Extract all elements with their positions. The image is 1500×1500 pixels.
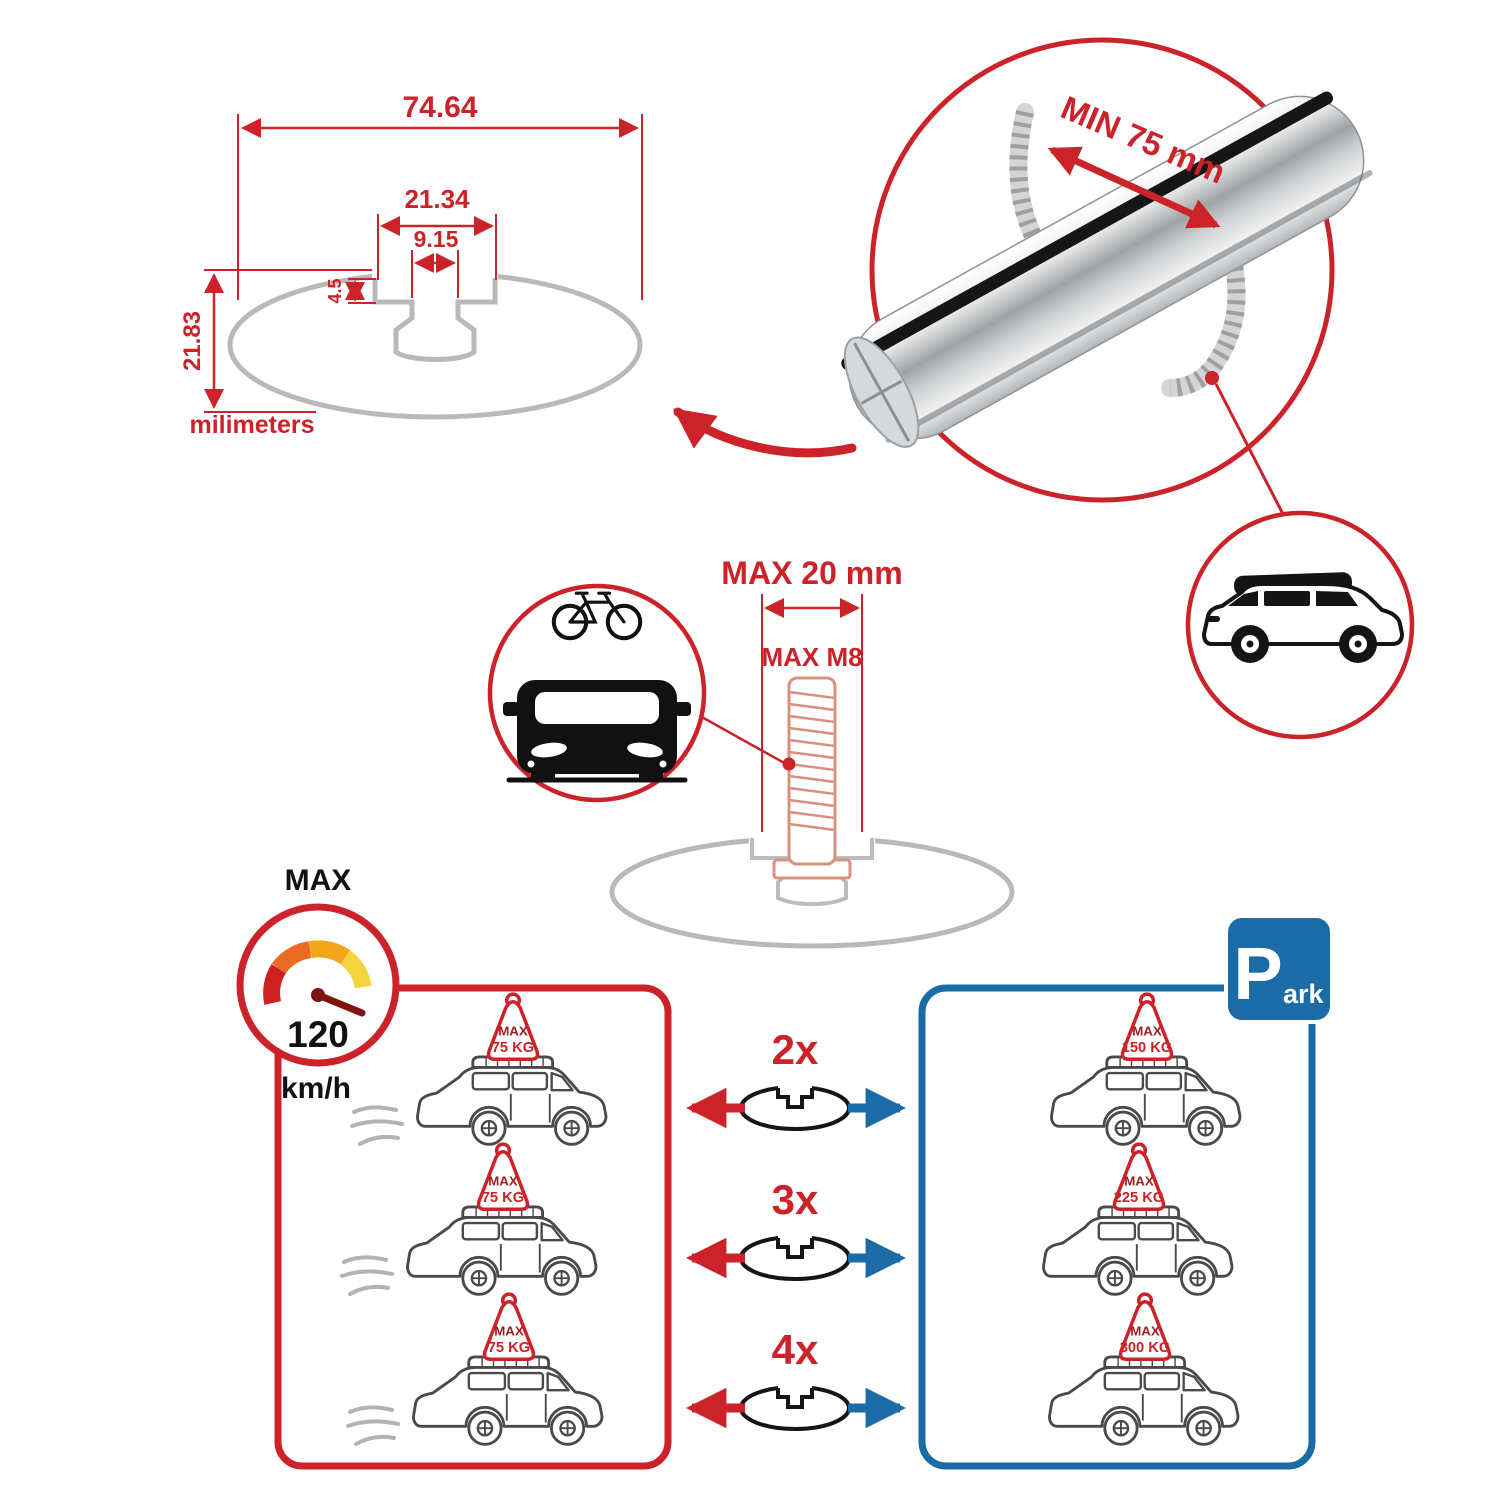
dim-slot-outer: 21.34 [404,184,470,214]
gauge-segment-4 [339,950,372,989]
badge-max-label: MAX [498,1023,528,1038]
badge-kg-label: 75 KG [488,1340,530,1356]
connector-line [1214,383,1288,521]
driving-cars: MAX 75 KG MAX 75 KG MAX 75 KG [340,992,608,1446]
gauge-title: MAX [285,864,352,897]
dim-total-width: 74.64 [402,91,477,124]
gauge-segment-1 [263,964,287,1005]
bar-detail-circle: MIN 75 mm [841,37,1373,521]
load-badge: MAX 75 KG [482,1292,536,1361]
rail-strap-right [1161,226,1246,397]
rail-anchor-dot [1205,371,1219,385]
bar-count-rows: 2x 3x 4x [685,1026,907,1431]
crossbar-profile-icon [739,1381,851,1431]
speed-limit-gauge: MAX 120 km/h [236,864,400,1105]
bolt-connector-line [699,714,787,766]
t-slot-channel [372,278,498,362]
badge-kg-label: 75 KG [492,1040,534,1056]
car-front-icon [503,591,691,783]
gauge-needle [314,991,366,1017]
count-label-4x: 4x [772,1326,819,1373]
crossbar-profile-icon [739,1231,851,1281]
badge-kg-label: 225 KG [1114,1190,1165,1206]
dim-total-height: 21.83 [179,311,206,371]
badge-kg-label: 300 KG [1120,1340,1171,1356]
min-span-arrow [1047,146,1221,229]
dim-slot-inner: 9.15 [414,226,459,252]
bike-car-circle [487,583,707,803]
parking-sign-p: P [1233,932,1282,1015]
units-label: milimeters [189,411,314,439]
gauge-unit: km/h [281,1072,351,1105]
load-badge: MAX 225 KG [1112,1142,1166,1211]
pointer-arrow [673,407,857,458]
suv-roofbox-circle [1185,510,1415,740]
load-badge: MAX 75 KG [486,992,540,1061]
badge-max-label: MAX [494,1323,524,1338]
gauge-segment-2 [271,941,312,974]
bolt-max-thread-label: MAX M8 [761,642,862,672]
parking-sign: P ark [1224,914,1334,1024]
count-label-3x: 3x [772,1176,819,1223]
load-badge: MAX 150 KG [1120,992,1174,1061]
load-badge: MAX 300 KG [1118,1292,1172,1361]
gauge-needle-pivot [311,988,325,1002]
bolt-anchor-dot [782,757,796,771]
bolt-diagram: MAX 20 mm MAX M8 [609,555,1015,949]
parked-cars: MAX 150 KG MAX 225 KG MAX 300 KG [1042,992,1242,1446]
cross-section-drawing: 74.64 21.34 9.15 4.5 21.83 milimeters [179,91,643,439]
t-bolt-icon [772,676,852,880]
badge-kg-label: 75 KG [482,1190,524,1206]
suv-roofbox-icon [1202,572,1404,663]
bolt-max-width-label: MAX 20 mm [721,555,902,591]
badge-max-label: MAX [1132,1023,1162,1038]
gauge-segment-3 [308,940,351,965]
dim-lip-depth: 4.5 [325,278,345,303]
bicycle-icon [551,591,643,641]
parking-sign-ark: ark [1283,979,1325,1009]
crossbar-profile-icon [739,1081,851,1131]
gauge-value: 120 [287,1014,349,1055]
badge-max-label: MAX [1124,1173,1154,1188]
badge-max-label: MAX [1130,1323,1160,1338]
load-badge: MAX 75 KG [476,1142,530,1211]
count-label-2x: 2x [772,1026,819,1073]
badge-kg-label: 150 KG [1122,1040,1173,1056]
badge-max-label: MAX [488,1173,518,1188]
